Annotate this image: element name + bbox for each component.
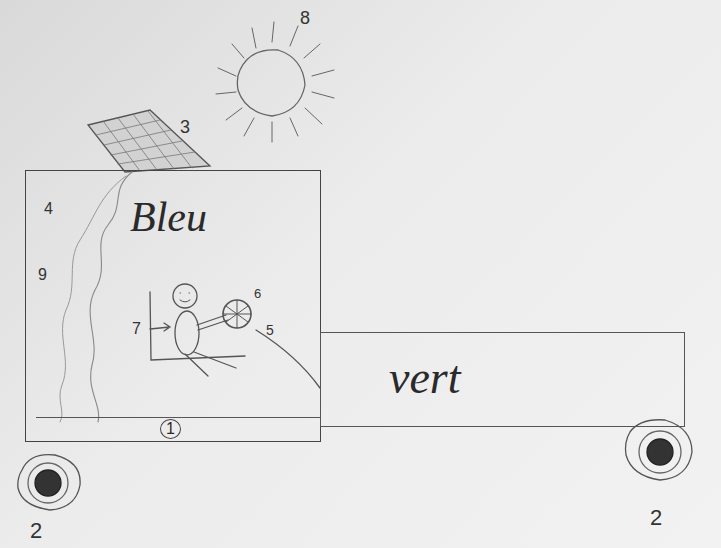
callout-number: 3	[180, 117, 190, 138]
base-band: 1	[36, 417, 320, 441]
sun	[216, 22, 334, 142]
callout-number: 9	[38, 266, 47, 284]
solar-panel	[88, 110, 210, 172]
green-box: vert	[320, 332, 685, 427]
wavy-line	[90, 172, 132, 422]
wheel-held	[223, 300, 251, 328]
wheel	[18, 455, 80, 510]
figure-body	[175, 311, 199, 355]
figure-face	[180, 293, 190, 302]
figure-head	[173, 284, 197, 308]
callout-number: 6	[254, 286, 261, 301]
wheel	[626, 420, 693, 480]
callout-number: 5	[266, 322, 274, 338]
node-label: vert	[389, 351, 461, 404]
wire	[256, 330, 320, 388]
callout-number: 7	[132, 320, 141, 338]
blue-box: Bleu 1	[25, 170, 321, 442]
callout-number: 4	[44, 200, 53, 218]
callout-number: 8	[300, 8, 310, 29]
wavy-line	[60, 176, 126, 422]
figure-legs	[185, 352, 236, 376]
callout-number: 2	[30, 518, 42, 544]
pointer-arrow	[150, 323, 170, 331]
node-label: Bleu	[130, 193, 207, 241]
callout-number: 2	[650, 505, 662, 531]
node-label: 1	[160, 419, 181, 439]
